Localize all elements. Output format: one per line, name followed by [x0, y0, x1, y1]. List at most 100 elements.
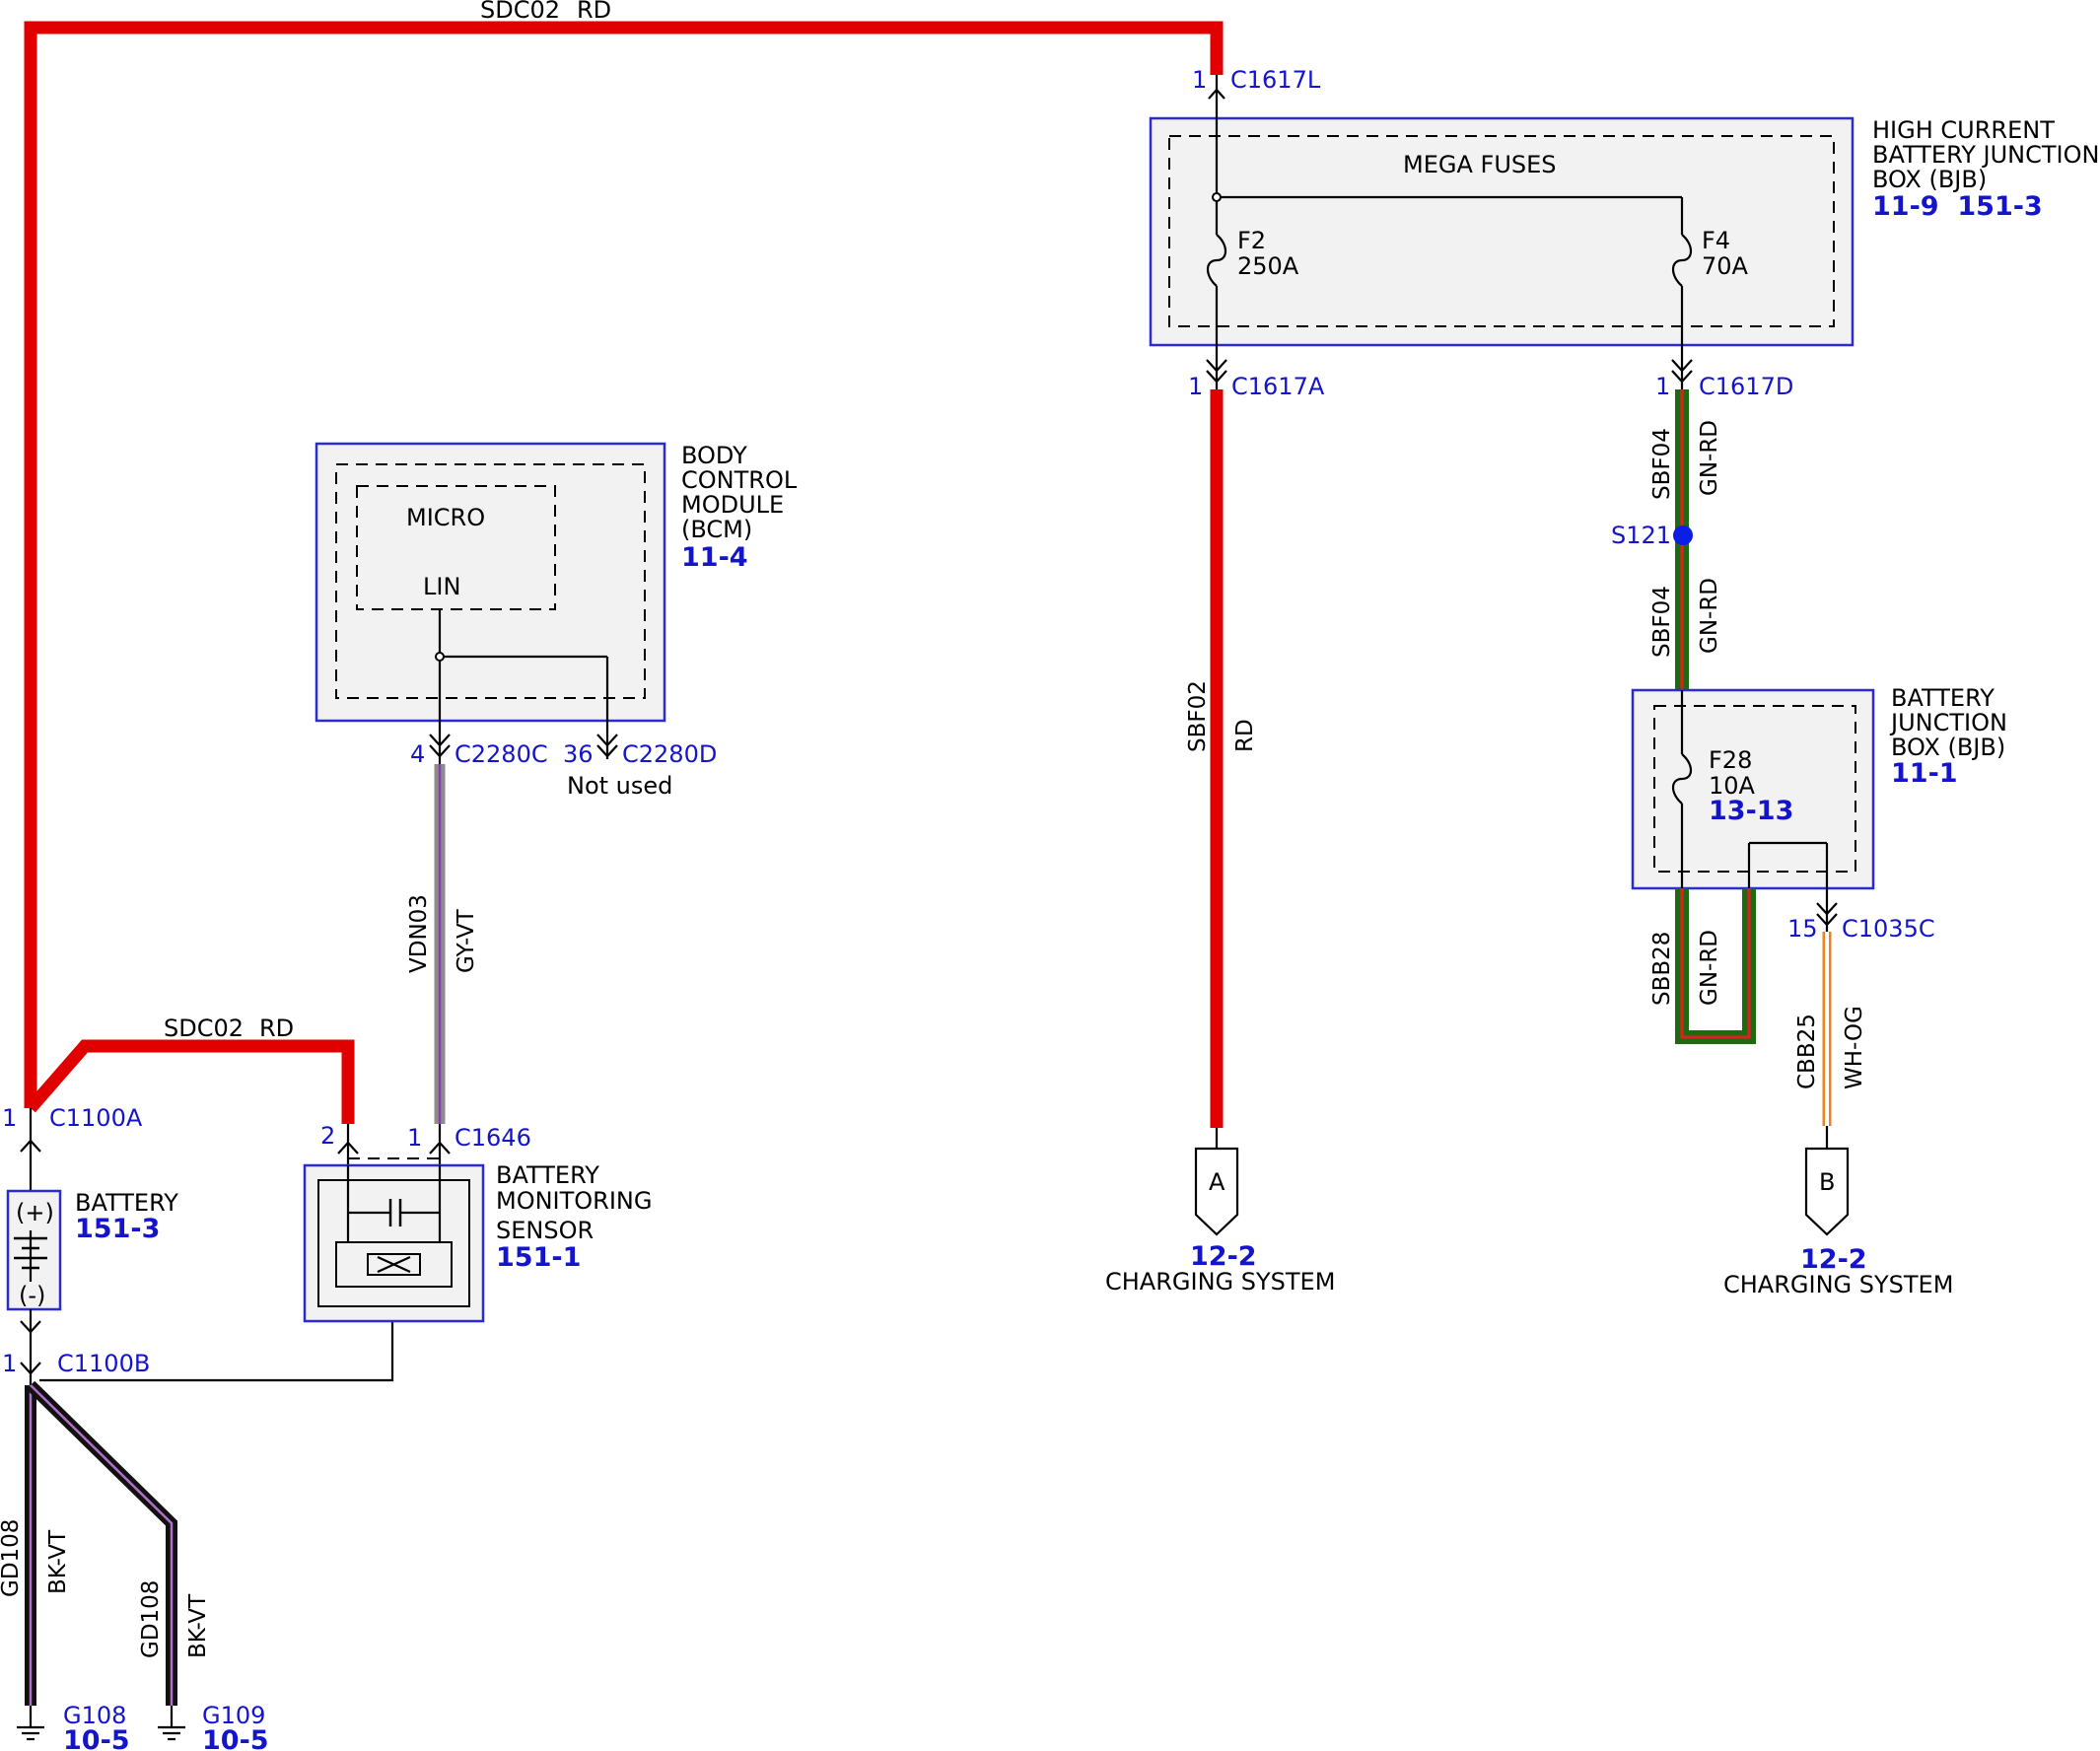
c1100b-name: C1100B: [57, 1350, 150, 1377]
ground-g108-ref[interactable]: 10-5: [63, 1725, 130, 1751]
wire-vdn03-circuit: VDN03: [406, 894, 432, 973]
wire-sbb28-loop[interactable]: [1675, 888, 1756, 1044]
wire-sbf04-upper-color: GN-RD: [1697, 420, 1722, 496]
offpage-a-label: CHARGING SYSTEM: [1105, 1268, 1335, 1296]
ground-g109-icon: [158, 1706, 185, 1741]
bcm-internal-wiring: [435, 609, 609, 721]
bjb-internal-wiring: [1680, 690, 1829, 888]
bcm-ref[interactable]: 11-4: [681, 542, 748, 573]
bcm-lin-label: LIN: [423, 573, 460, 600]
wire-top-color: RD: [577, 0, 611, 24]
wire-sbf04-lower-color: GN-RD: [1697, 578, 1722, 654]
offpage-b-ref[interactable]: 12-2: [1800, 1244, 1867, 1275]
fuse-f4-name: F4: [1702, 227, 1730, 254]
wire-bms-color: RD: [259, 1015, 294, 1042]
connector-c1100a: [20, 1108, 41, 1191]
offpage-b-letter: B: [1819, 1168, 1835, 1196]
wire-cbb25-color: WH-OG: [1842, 1006, 1867, 1089]
fuse-f28-name: F28: [1709, 746, 1752, 774]
c2280c-pin: 4: [410, 740, 425, 768]
fuse-f4-rating: 70A: [1702, 252, 1749, 280]
wire-gd108-2-circuit: GD108: [138, 1580, 164, 1658]
connector-c1617a: [1206, 345, 1227, 389]
bjb-title-1: BATTERY: [1891, 684, 1995, 712]
fuse-f28-icon: [1671, 753, 1693, 805]
connector-c1100b: [20, 1309, 41, 1385]
c1617l-name: C1617L: [1230, 66, 1321, 94]
c1035c-name: C1035C: [1842, 915, 1935, 943]
bcm-title-2: CONTROL: [681, 466, 798, 494]
battery-ref[interactable]: 151-3: [75, 1214, 160, 1244]
wire-cbb25-circuit: CBB25: [1794, 1014, 1820, 1089]
ground-g109-name: G109: [202, 1702, 265, 1729]
battery-symbol: [6, 1189, 62, 1311]
wire-bms-circuit: SDC02: [164, 1015, 244, 1042]
bms-title-3: SENSOR: [496, 1217, 594, 1244]
fuse-f28-ref[interactable]: 13-13: [1709, 796, 1793, 826]
bcm-title-1: BODY: [681, 442, 747, 469]
c2280d-note: Not used: [567, 772, 672, 800]
wire-sdc02-top[interactable]: [24, 21, 1224, 1108]
wire-sbb28-color: GN-RD: [1697, 930, 1722, 1006]
c1035c-pin: 15: [1787, 915, 1818, 943]
bms-box: [303, 1163, 485, 1323]
connector-c2280d: [596, 721, 618, 759]
fuse-f28-rating: 10A: [1709, 772, 1756, 800]
ground-g108-icon: [17, 1706, 44, 1741]
wire-gd108-g109[interactable]: [26, 1380, 177, 1706]
bjb-title-2: JUNCTION: [1889, 709, 2007, 736]
connector-c1617l: [1208, 75, 1225, 118]
bcm-title-4: (BCM): [681, 516, 752, 543]
bjb-title-3: BOX (BJB): [1891, 734, 2005, 761]
c2280c-name: C2280C: [455, 740, 548, 768]
c1646-name: C1646: [455, 1124, 531, 1152]
c1646-pin-1: 1: [407, 1124, 422, 1152]
bms-title-2: MONITORING: [496, 1187, 652, 1215]
wire-sbf02-circuit: SBF02: [1185, 680, 1211, 752]
c1617d-pin: 1: [1655, 373, 1670, 400]
fuse-f2-name: F2: [1237, 227, 1266, 254]
bcm-title-3: MODULE: [681, 491, 784, 519]
splice-s121[interactable]: [1673, 525, 1693, 545]
bcm-box: [315, 442, 666, 723]
offpage-a-arrow-icon[interactable]: [1194, 1147, 1239, 1236]
wire-sbb28-circuit: SBB28: [1649, 932, 1675, 1006]
fuse-f2-icon: [1206, 234, 1227, 287]
wire-sbf02-color: RD: [1232, 719, 1258, 752]
offpage-a-letter: A: [1209, 1168, 1225, 1196]
bms-ground-sense-wire: [39, 1322, 394, 1382]
offpage-a-ref[interactable]: 12-2: [1190, 1241, 1257, 1272]
hcbjb-title-2: BATTERY JUNCTION: [1872, 141, 2099, 169]
battery-minus: (-): [19, 1282, 45, 1309]
wire-gd108-1-color: BK-VT: [45, 1529, 71, 1594]
fuse-f4-icon: [1671, 234, 1693, 287]
splice-s121-label: S121: [1611, 522, 1671, 549]
hcbjb-title-1: HIGH CURRENT: [1872, 116, 2055, 144]
wire-top-circuit: SDC02: [480, 0, 560, 24]
hcbjb-title-3: BOX (BJB): [1872, 166, 1987, 193]
fuse-f2-rating: 250A: [1237, 252, 1299, 280]
hcbjb-box: [1149, 116, 1855, 347]
c1100a-pin: 1: [2, 1104, 17, 1132]
bjb-ref[interactable]: 11-1: [1891, 758, 1958, 789]
c1100a-name: C1100A: [49, 1104, 143, 1132]
ground-g109-ref[interactable]: 10-5: [202, 1725, 269, 1751]
c2280d-name: C2280D: [622, 740, 717, 768]
bms-ref[interactable]: 151-1: [496, 1242, 581, 1273]
c1617a-name: C1617A: [1231, 373, 1325, 400]
hcbjb-refs[interactable]: 11-9 151-3: [1872, 191, 2043, 222]
wire-gd108-1-circuit: GD108: [0, 1519, 24, 1597]
c1617d-name: C1617D: [1699, 373, 1793, 400]
battery-title: BATTERY: [75, 1189, 178, 1217]
wire-sdc02-bms[interactable]: [26, 1039, 355, 1124]
c1617a-pin: 1: [1188, 373, 1203, 400]
wire-gd108-2-color: BK-VT: [185, 1593, 211, 1658]
hcbjb-internal-wiring: [1212, 118, 1684, 345]
offpage-b-label: CHARGING SYSTEM: [1723, 1271, 1953, 1298]
connector-c1617d: [1671, 345, 1693, 389]
battery-plus: (+): [16, 1199, 54, 1226]
ground-g108-name: G108: [63, 1702, 126, 1729]
c2280d-pin: 36: [563, 740, 594, 768]
offpage-b-arrow-icon[interactable]: [1804, 1147, 1850, 1236]
